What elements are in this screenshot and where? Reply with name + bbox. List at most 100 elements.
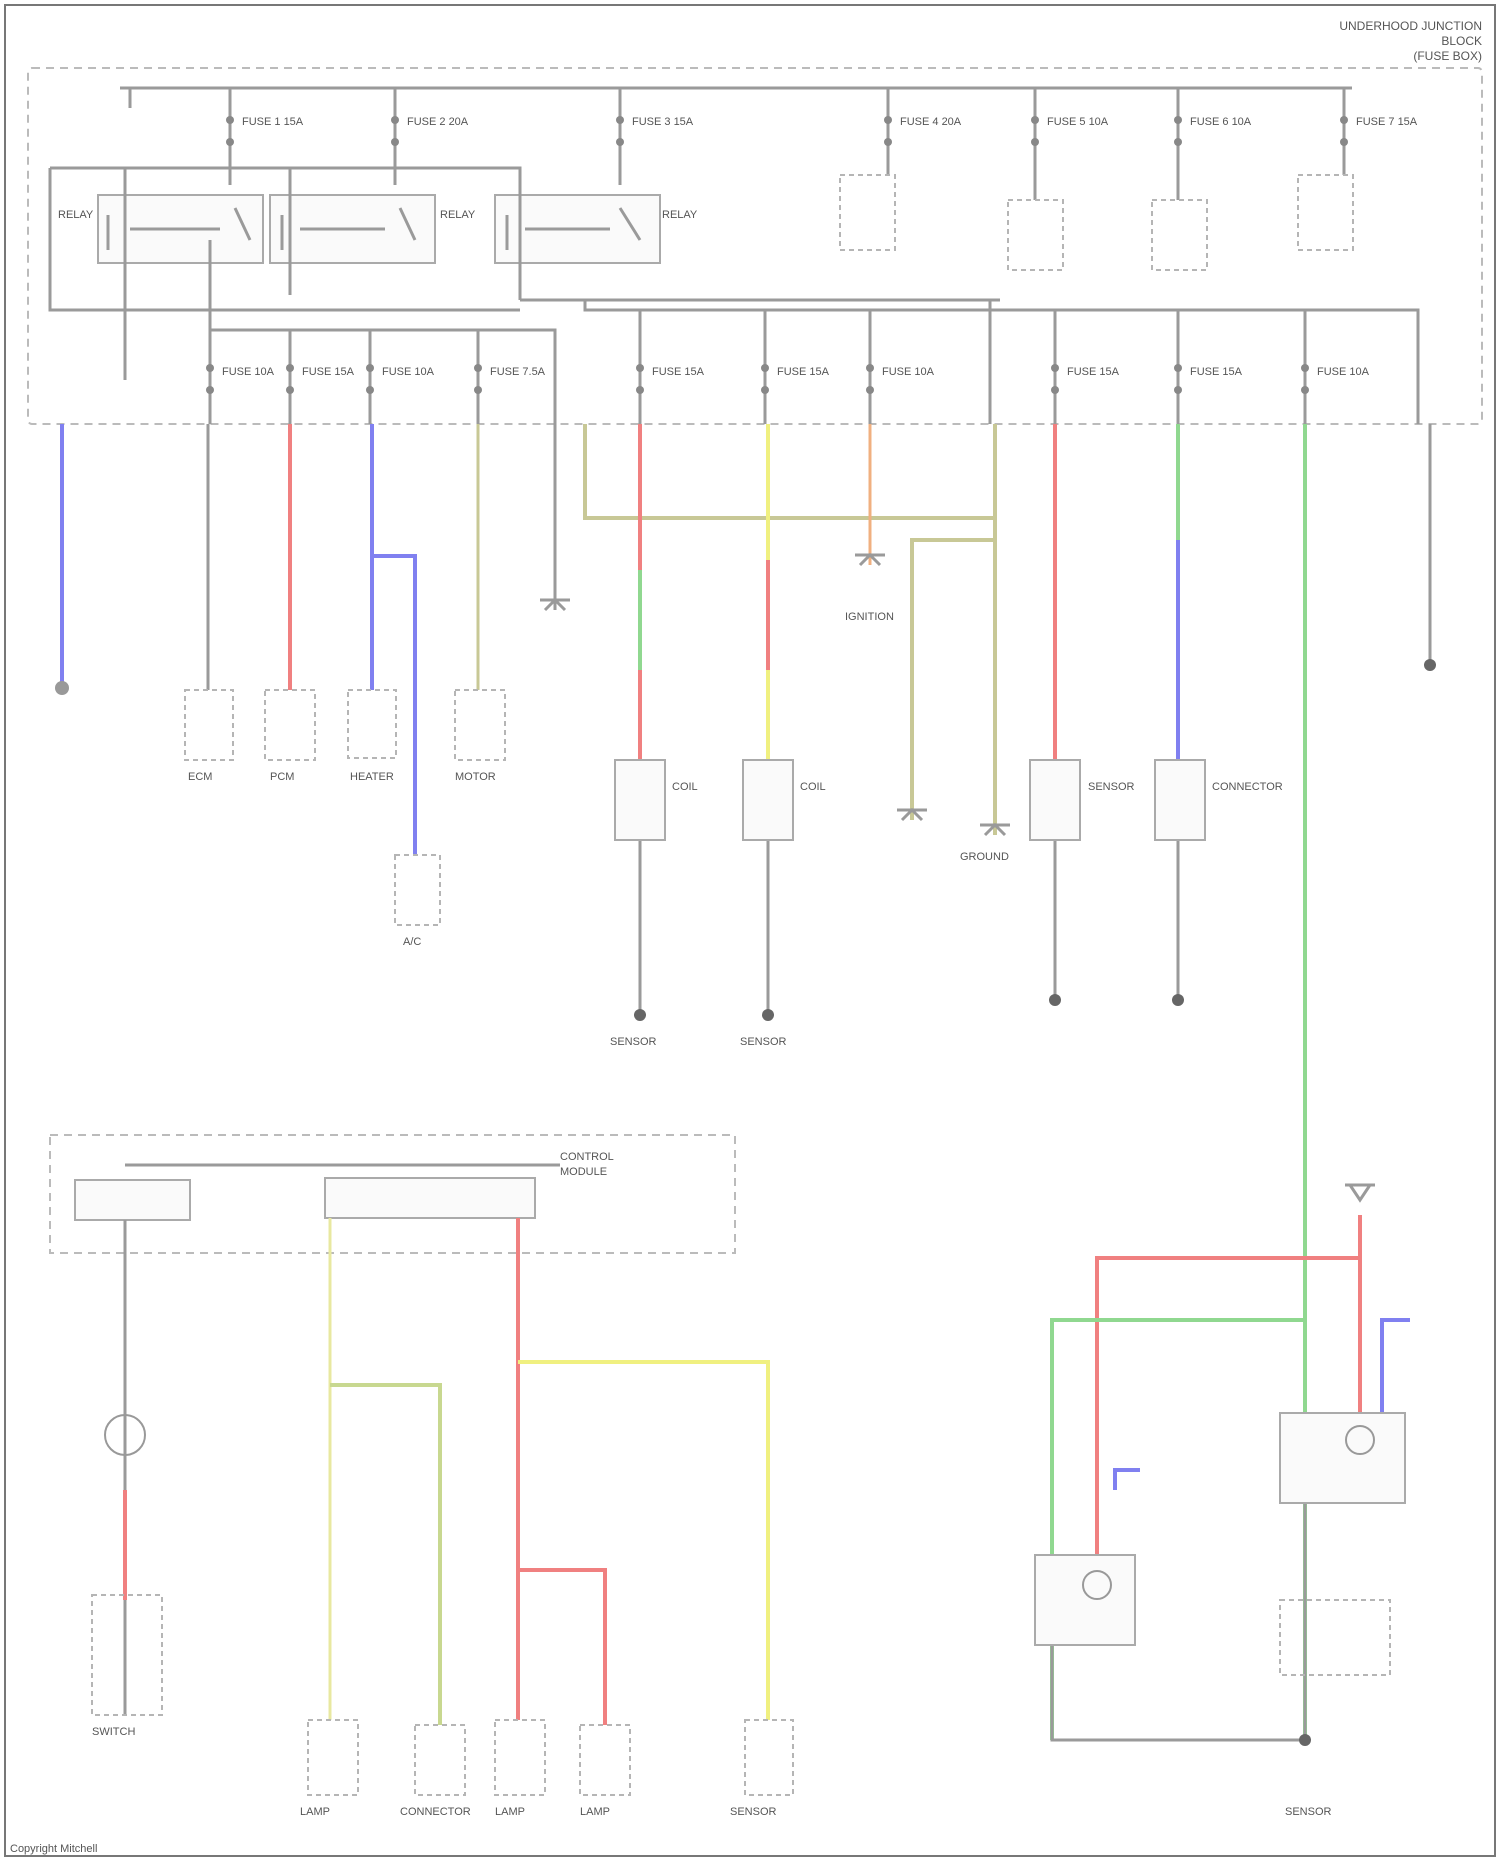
connector-symbol bbox=[1345, 1185, 1375, 1200]
fuse-box-header: UNDERHOOD JUNCTION BLOCK (FUSE BOX) bbox=[1339, 19, 1482, 63]
fuse-box-module-4 bbox=[1298, 175, 1353, 250]
component-coil-2-label: COIL bbox=[800, 781, 826, 793]
component-connector-1-label: CONNECTOR bbox=[1212, 781, 1283, 793]
component-motor bbox=[455, 690, 505, 760]
component-lamp-lower-3 bbox=[580, 1725, 630, 1795]
ground-3 bbox=[762, 1009, 774, 1021]
component-ac bbox=[395, 855, 440, 925]
component-ecm-label: ECM bbox=[188, 771, 212, 783]
lower-fuse-4-label: FUSE 7.5A bbox=[490, 366, 546, 378]
ground-right bbox=[1299, 1734, 1311, 1746]
component-connector-lower bbox=[415, 1725, 465, 1795]
relay-1-label: RELAY bbox=[58, 209, 94, 221]
fuse-box-title-line-2: BLOCK bbox=[1441, 34, 1482, 48]
component-ac-label: A/C bbox=[403, 936, 421, 948]
component-pcm-label: PCM bbox=[270, 771, 294, 783]
component-motor-label: MOTOR bbox=[455, 771, 496, 783]
component-connector-lower-label: CONNECTOR bbox=[400, 1806, 471, 1818]
lower-fuse-7: FUSE 10A bbox=[866, 364, 935, 394]
lower-fuse-2: FUSE 15A bbox=[286, 364, 355, 394]
component-pcm bbox=[265, 690, 315, 760]
top-fuse-5: FUSE 5 10A bbox=[1031, 88, 1109, 200]
component-ecm bbox=[185, 690, 233, 760]
ground-2 bbox=[634, 1009, 646, 1021]
component-sensor-1 bbox=[1030, 760, 1080, 840]
wire-lower-red-3 bbox=[518, 1570, 605, 1725]
lower-fuse-10-label: FUSE 10A bbox=[1317, 366, 1370, 378]
lower-fuse-7-label: FUSE 10A bbox=[882, 366, 935, 378]
top-fuse-6: FUSE 6 10A bbox=[1174, 88, 1252, 200]
ground-6 bbox=[1424, 659, 1436, 671]
lower-fuse-8: FUSE 15A bbox=[1051, 364, 1120, 394]
fuse-box-module-1 bbox=[840, 175, 895, 250]
ground-symbol-2-label: IGNITION bbox=[845, 611, 894, 623]
top-fuse-2-label: FUSE 2 20A bbox=[407, 116, 469, 128]
ground-2-label: SENSOR bbox=[610, 1036, 657, 1048]
main-feed bbox=[120, 88, 140, 108]
component-lamp-lower-1 bbox=[308, 1720, 358, 1795]
lower-fuse-row: FUSE 10A FUSE 15A FUSE 10A FUSE 7.5A FUS… bbox=[206, 364, 1370, 394]
relay-3-label: RELAY bbox=[662, 209, 698, 221]
lower-fuse-1-label: FUSE 10A bbox=[222, 366, 275, 378]
component-switch-lower bbox=[92, 1595, 162, 1715]
component-right-2 bbox=[1035, 1555, 1135, 1645]
lower-fuse-5-label: FUSE 15A bbox=[652, 366, 705, 378]
component-coil-1-label: COIL bbox=[672, 781, 698, 793]
lower-fuse-6-label: FUSE 15A bbox=[777, 366, 830, 378]
top-fuse-row: FUSE 1 15A FUSE 2 20A FUSE 3 15A FUSE 4 … bbox=[226, 88, 1418, 200]
lower-fuse-3-label: FUSE 10A bbox=[382, 366, 435, 378]
control-module-box-2 bbox=[325, 1178, 535, 1218]
ground-4 bbox=[1049, 994, 1061, 1006]
fuse-box-title-line-3: (FUSE BOX) bbox=[1413, 49, 1482, 63]
component-switch-lower-label: SWITCH bbox=[92, 1726, 135, 1738]
component-sensor-1-label: SENSOR bbox=[1088, 781, 1135, 793]
fuse-box-module-3 bbox=[1152, 200, 1207, 270]
top-fuse-4: FUSE 4 20A bbox=[884, 88, 962, 175]
component-lamp-lower-3-label: LAMP bbox=[580, 1806, 610, 1818]
fuse-box-title-line-1: UNDERHOOD JUNCTION bbox=[1339, 19, 1482, 33]
component-right-3 bbox=[1280, 1600, 1390, 1675]
lower-drops bbox=[640, 300, 1305, 424]
wire-lower-yellow-2 bbox=[518, 1362, 768, 1720]
top-fuse-2: FUSE 2 20A bbox=[391, 88, 469, 185]
lower-left-wires: SWITCH LAMP CONNECTOR LAMP LAMP SENSOR bbox=[92, 1218, 793, 1818]
ground-5 bbox=[1172, 994, 1184, 1006]
lower-fuse-1: FUSE 10A bbox=[206, 364, 275, 394]
wire-lower-green-1 bbox=[330, 1385, 440, 1725]
top-fuse-1-label: FUSE 1 15A bbox=[242, 116, 304, 128]
top-fuse-3: FUSE 3 15A bbox=[616, 88, 694, 185]
lower-fuse-6: FUSE 15A bbox=[761, 364, 830, 394]
top-fuse-3-label: FUSE 3 15A bbox=[632, 116, 694, 128]
top-fuse-1: FUSE 1 15A bbox=[226, 88, 304, 185]
lower-fuse-9-label: FUSE 15A bbox=[1190, 366, 1243, 378]
copyright-credit: Copyright Mitchell bbox=[10, 1843, 97, 1855]
wire-blue-2 bbox=[372, 424, 415, 855]
component-coil-2 bbox=[743, 760, 793, 840]
control-module-label: CONTROL bbox=[560, 1151, 614, 1163]
relay-group: RELAY RELAY RELAY bbox=[58, 195, 698, 263]
upper-components: ECM PCM HEATER A/C MOTOR COIL COIL SENSO… bbox=[55, 555, 1436, 1048]
control-module-box-1 bbox=[75, 1180, 190, 1220]
diagram-border bbox=[5, 5, 1495, 1856]
component-coil-1 bbox=[615, 760, 665, 840]
ground-3-label: SENSOR bbox=[740, 1036, 787, 1048]
lower-fuse-9: FUSE 15A bbox=[1174, 364, 1243, 394]
component-heater bbox=[348, 690, 396, 758]
top-fuse-7: FUSE 7 15A bbox=[1340, 88, 1418, 175]
component-right-1 bbox=[1280, 1413, 1405, 1503]
lower-fuse-4: FUSE 7.5A bbox=[474, 364, 546, 394]
upper-wires bbox=[62, 424, 1430, 1740]
component-lamp-lower-2-label: LAMP bbox=[495, 1806, 525, 1818]
wire-olive-2 bbox=[585, 424, 995, 518]
control-module-label-2: MODULE bbox=[560, 1166, 607, 1178]
wire-right-green bbox=[1052, 1320, 1305, 1740]
lower-fuse-3: FUSE 10A bbox=[366, 364, 435, 394]
top-fuse-5-label: FUSE 5 10A bbox=[1047, 116, 1109, 128]
lower-bus bbox=[210, 240, 555, 424]
ground-symbol-4-label: GROUND bbox=[960, 851, 1009, 863]
component-lamp-lower-2 bbox=[495, 1720, 545, 1795]
component-right-label: SENSOR bbox=[1285, 1806, 1332, 1818]
fuse-box-module-2 bbox=[1008, 200, 1063, 270]
relay-2-label: RELAY bbox=[440, 209, 476, 221]
